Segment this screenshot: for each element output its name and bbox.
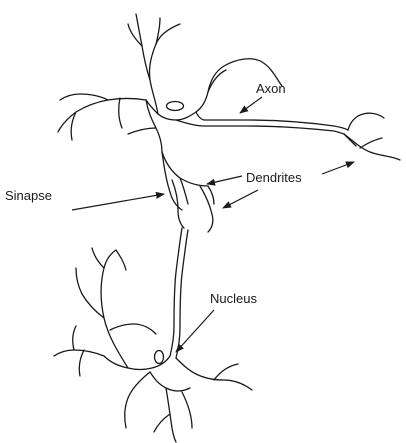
arrow-dendrites-left [207,176,242,184]
axon-terminal-upper [348,113,384,130]
label-sinapse: Sinapse [5,188,52,203]
dendrite-cluster-far-right [200,186,213,232]
label-nucleus-group: Nucleus [176,291,257,352]
arrow-sinapse [72,194,164,210]
lower-dendrite-bottom-branch-1 [154,414,170,432]
lower-dendrite-upper-branch-2 [92,248,104,268]
dendrite-left-branch-1 [60,94,108,100]
dendrite-cluster-outer [162,152,208,186]
label-dendrites: Dendrites [246,170,302,185]
upper-nucleus [167,102,184,111]
axon-hillock [176,120,190,124]
lower-dendrite-right-main [224,380,252,390]
axon-upper-edge [196,112,348,130]
axon-lower-edge [190,124,344,134]
dendrite-cluster-tip [208,186,214,204]
lower-dendrite-right-branch-1 [214,364,238,380]
label-axon-group: Axon [240,81,286,113]
dendrite-left-lower [128,128,156,134]
arrow-dendrites-lower [223,190,258,208]
lower-neuron [54,248,252,442]
axon-terminal-bottom [344,134,356,146]
lower-dendrite-left-branch-2 [73,326,76,350]
label-nucleus: Nucleus [210,291,257,306]
lower-dendrite-upper-branch-4 [110,324,156,334]
lower-dendrite-left-branch-1 [79,350,84,376]
lower-dendrite-left-main [54,350,104,356]
dendrite-top-main [149,24,180,114]
dendrite-cluster-inner [172,180,184,228]
lower-dendrite-upper-main [101,250,128,368]
lower-dendrite-bottom-branch-2 [182,392,192,428]
upper-cell-body-lower-edge [146,100,162,152]
dendrite-top-branch-1 [136,14,150,80]
axon-terminal-middle [344,134,400,160]
arrow-nucleus [176,310,214,352]
lower-dendrite-bottom-branch-3 [125,372,150,428]
arrow-axon [240,97,262,113]
connecting-axon [170,228,188,358]
lower-cell-body-bottom [150,372,190,391]
label-dendrites-group: Dendrites [207,162,354,208]
dendrite-left-branch-3 [119,98,122,128]
axon-terminal-lower [360,138,382,148]
lower-nucleus [155,351,164,364]
dendrite-left-branch-2 [71,112,76,140]
label-sinapse-group: Sinapse [5,188,164,210]
connecting-axon-right-edge [176,230,188,358]
lower-dendrite-upper-branch-1 [76,268,104,318]
lower-dendrite-upper-branch-3 [116,250,126,270]
arrow-dendrites-right [322,162,354,174]
label-axon: Axon [256,81,286,96]
upper-neuron [58,14,400,232]
